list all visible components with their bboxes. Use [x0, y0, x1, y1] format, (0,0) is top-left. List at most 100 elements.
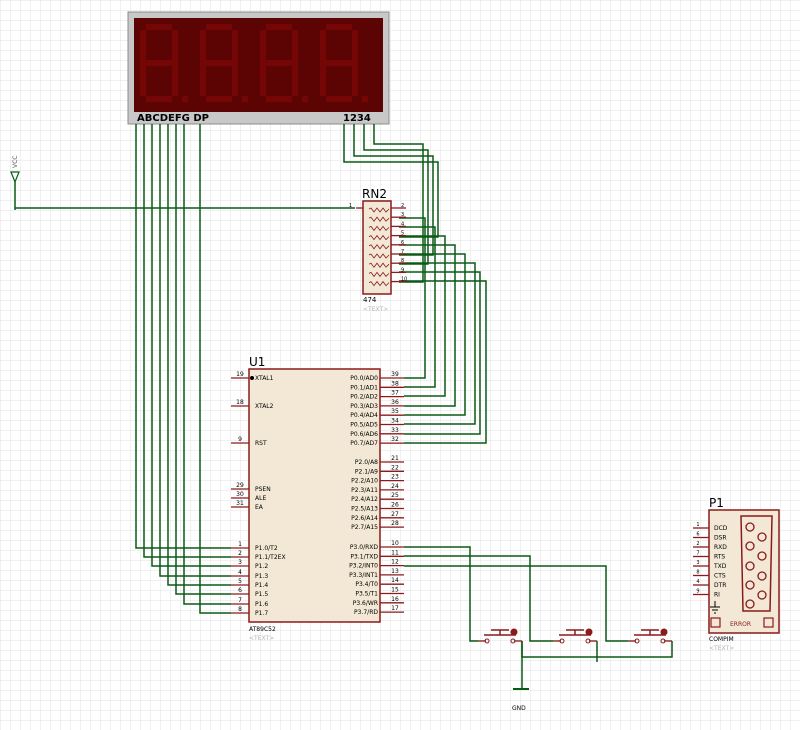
u1-pin-name: P3.6/WR: [353, 600, 378, 607]
p1-pin-number: 3: [696, 560, 699, 566]
wire: [363, 124, 429, 265]
wire: [399, 262, 476, 425]
u1-pin-name: P2.3/A11: [351, 487, 378, 494]
rn2-pin-number: 8: [401, 258, 404, 264]
u1-pin-number: 13: [391, 568, 399, 575]
push-button-1[interactable]: [478, 628, 522, 644]
gnd-label: GND: [512, 705, 526, 712]
u1-pin-name: P1.7: [255, 610, 268, 617]
digit-2-segment: [232, 63, 238, 96]
wire: [399, 235, 446, 397]
button-contact-icon: [634, 638, 640, 644]
wire: [159, 124, 231, 577]
digit-3-segment: [292, 30, 298, 63]
u1-pin-number: 21: [391, 455, 399, 462]
p1-status: ERROR: [730, 621, 751, 628]
gnd-terminal[interactable]: GND: [512, 688, 529, 712]
u1-pin-name: P0.7/AD7: [350, 440, 378, 447]
push-button-3[interactable]: [628, 628, 672, 644]
u1-pin-name: P0.5/AD5: [350, 422, 378, 429]
p1-ground-icon: [710, 601, 720, 614]
rn2-text-placeholder: <TEXT>: [363, 306, 388, 313]
u1-pin-name: P0.4/AD4: [350, 412, 378, 419]
button-indicator-icon: [585, 628, 593, 636]
u1-pin-number: 16: [391, 596, 399, 603]
digit-3-segment: [292, 63, 298, 96]
u1-pin-name: P3.2/INT0: [349, 563, 378, 570]
p1-pin-name: DCD: [714, 525, 728, 532]
u1-pin-number: 25: [391, 492, 399, 499]
seven-segment-display[interactable]: ABCDEFG DP 1234: [127, 11, 390, 125]
u1-part-name: AT89C52: [249, 626, 276, 633]
u1-pin-number: 33: [391, 427, 399, 434]
u1-pin-name: P1.1/T2EX: [255, 554, 286, 561]
p1-pin-name: RI: [714, 592, 720, 599]
p1-pin-name: RTS: [714, 554, 725, 561]
u1-pin-name: P1.0/T2: [255, 545, 278, 552]
digit-4-decimal-point: [362, 96, 368, 102]
rn2-pin-number: 2: [401, 203, 404, 209]
u1-pin-number: 12: [391, 559, 399, 566]
push-buttons[interactable]: [478, 628, 672, 644]
wire: [404, 565, 628, 642]
digit-1-segment: [172, 30, 178, 63]
u1-pin-name: P2.1/A9: [355, 468, 378, 475]
digit-1-segment: [140, 30, 146, 63]
u1-body: [248, 368, 381, 623]
button-indicator-icon: [660, 628, 668, 636]
resistor-zigzag-icon: [368, 262, 390, 268]
p1-reference: P1: [709, 496, 724, 510]
u1-pin-name: P3.1/TXD: [350, 553, 378, 560]
rn2-pin-number: 3: [401, 212, 404, 218]
u1-pin-number: 4: [238, 569, 242, 576]
wire: [404, 546, 478, 642]
digit-3-segment: [266, 96, 292, 102]
digit-2-segment: [200, 30, 206, 63]
wire: [353, 124, 434, 256]
u1-pin-number: 22: [391, 464, 399, 471]
button-contact-icon: [585, 638, 591, 644]
u1-pin-name: P2.5/A13: [351, 506, 378, 513]
button-contact-icon: [510, 638, 516, 644]
u1-pin-name: P3.0/RXD: [350, 544, 378, 551]
button-indicator-icon: [510, 628, 518, 636]
u1-pin-name: PSEN: [255, 486, 271, 493]
u1-pin-name: P2.4/A12: [351, 496, 378, 503]
p1-pin-number: 9: [696, 589, 699, 595]
u1-pin-name: P1.4: [255, 582, 268, 589]
u1-pin-number: 27: [391, 511, 399, 518]
digit-1-segment: [146, 60, 172, 66]
u1-pin-number: 8: [238, 606, 242, 613]
u1-pin-number: 26: [391, 502, 399, 509]
u1-pin-name: P2.7/A15: [351, 524, 378, 531]
vcc-terminal[interactable]: VCC: [10, 156, 20, 210]
u1-text-placeholder: <TEXT>: [249, 635, 274, 642]
u1-pin-number: 19: [236, 371, 244, 378]
u1-pin-number: 15: [391, 587, 399, 594]
resistor-zigzag-icon: [368, 244, 390, 250]
u1-pin-name: P1.3: [255, 573, 268, 580]
u1-pin-name: P3.5/T1: [355, 591, 378, 598]
resistor-zigzag-icon: [368, 280, 390, 287]
microcontroller-u1[interactable]: 19XTAL118XTAL29RST29PSEN30ALE31EA1P1.0/T…: [231, 355, 404, 642]
digit-4-segment: [352, 30, 358, 63]
u1-pin-number: 9: [238, 436, 242, 443]
digit-2-segment: [206, 24, 232, 30]
digit-4-segment: [326, 96, 352, 102]
u1-pin-name: P0.0/AD0: [350, 375, 378, 382]
u1-pin-name: P0.1/AD1: [350, 384, 378, 391]
resistor-zigzag-icon: [368, 234, 390, 241]
push-button-2[interactable]: [553, 628, 597, 644]
u1-pin-number: 31: [236, 500, 244, 507]
digit-1-segment: [140, 63, 146, 96]
u1-pin-name: P2.6/A14: [351, 515, 378, 522]
digit-4-segment: [326, 60, 352, 66]
digit-2-segment: [206, 60, 232, 66]
u1-pin-name: ALE: [255, 495, 266, 502]
u1-pin-name: P0.6/AD6: [350, 431, 378, 438]
digit-3-segment: [266, 60, 292, 66]
